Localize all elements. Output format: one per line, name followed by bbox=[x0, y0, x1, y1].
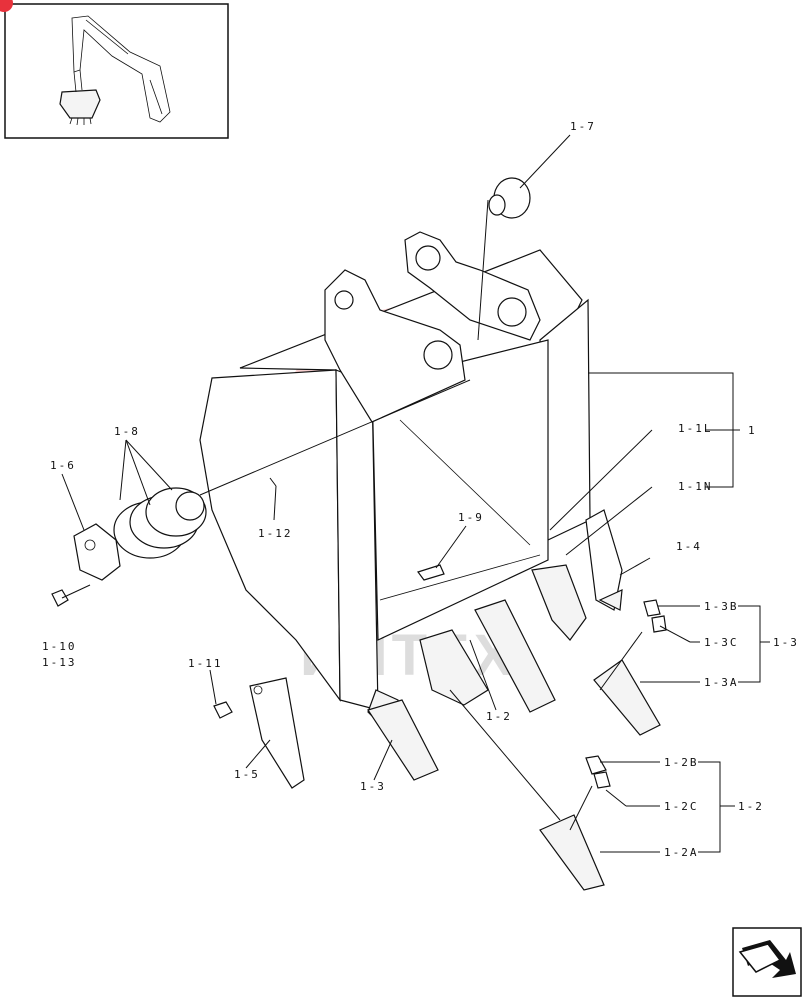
label-1: 1 bbox=[748, 424, 757, 437]
bucket-teeth bbox=[367, 564, 661, 891]
label-1-7: 1-7 bbox=[570, 120, 596, 133]
label-1-2B: 1-2B bbox=[664, 756, 699, 769]
label-1-10: 1-10 bbox=[42, 640, 77, 653]
excavator-thumbnail-icon[interactable] bbox=[4, 3, 229, 139]
loose-parts bbox=[51, 177, 667, 789]
label-1-12: 1-12 bbox=[258, 527, 293, 540]
label-1-2A: 1-2A bbox=[664, 846, 699, 859]
label-1-11: 1-11 bbox=[188, 657, 223, 670]
corner-badge bbox=[0, 0, 13, 12]
next-page-arrow-icon[interactable] bbox=[732, 927, 802, 997]
leader-lines bbox=[61, 134, 770, 853]
label-1-5: 1-5 bbox=[234, 768, 260, 781]
label-1-9: 1-9 bbox=[458, 511, 484, 524]
label-1-2-tooth: 1-2 bbox=[486, 710, 512, 723]
label-1-2C: 1-2C bbox=[664, 800, 699, 813]
label-1-1L: 1-1L bbox=[678, 422, 713, 435]
label-1-3-group: 1-3 bbox=[773, 636, 799, 649]
label-1-4: 1-4 bbox=[676, 540, 702, 553]
label-1-1N: 1-1N bbox=[678, 480, 713, 493]
label-1-3C: 1-3C bbox=[704, 636, 739, 649]
label-1-6: 1-6 bbox=[50, 459, 76, 472]
label-1-3-tooth: 1-3 bbox=[360, 780, 386, 793]
bucket-body bbox=[199, 231, 623, 729]
label-1-3A: 1-3A bbox=[704, 676, 739, 689]
label-1-2-group: 1-2 bbox=[738, 800, 764, 813]
label-1-3B: 1-3B bbox=[704, 600, 739, 613]
label-1-8: 1-8 bbox=[114, 425, 140, 438]
label-1-13: 1-13 bbox=[42, 656, 77, 669]
